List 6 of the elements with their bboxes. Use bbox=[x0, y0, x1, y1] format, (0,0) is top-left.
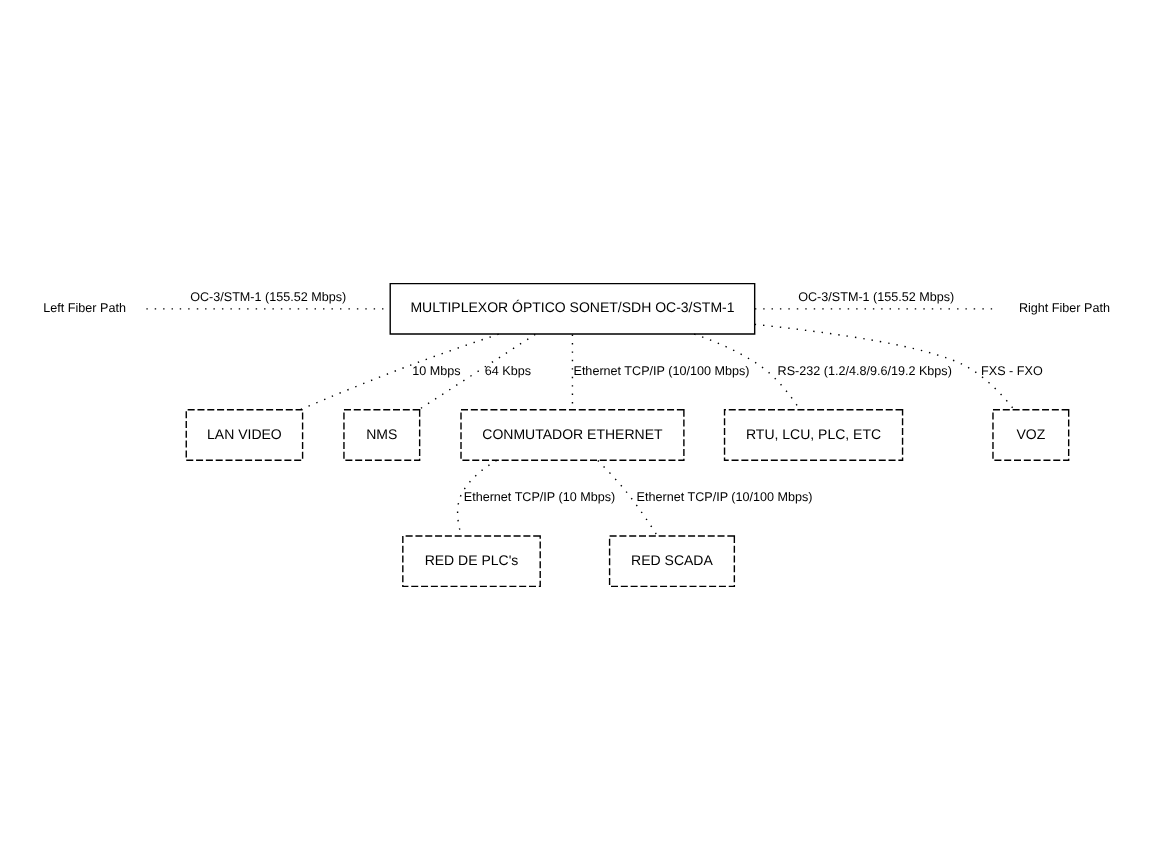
connector bbox=[418, 332, 536, 410]
connector bbox=[754, 322, 1015, 409]
connector bbox=[299, 332, 500, 410]
connector bbox=[456, 458, 498, 536]
connector bbox=[597, 458, 658, 536]
connector bbox=[693, 332, 801, 410]
